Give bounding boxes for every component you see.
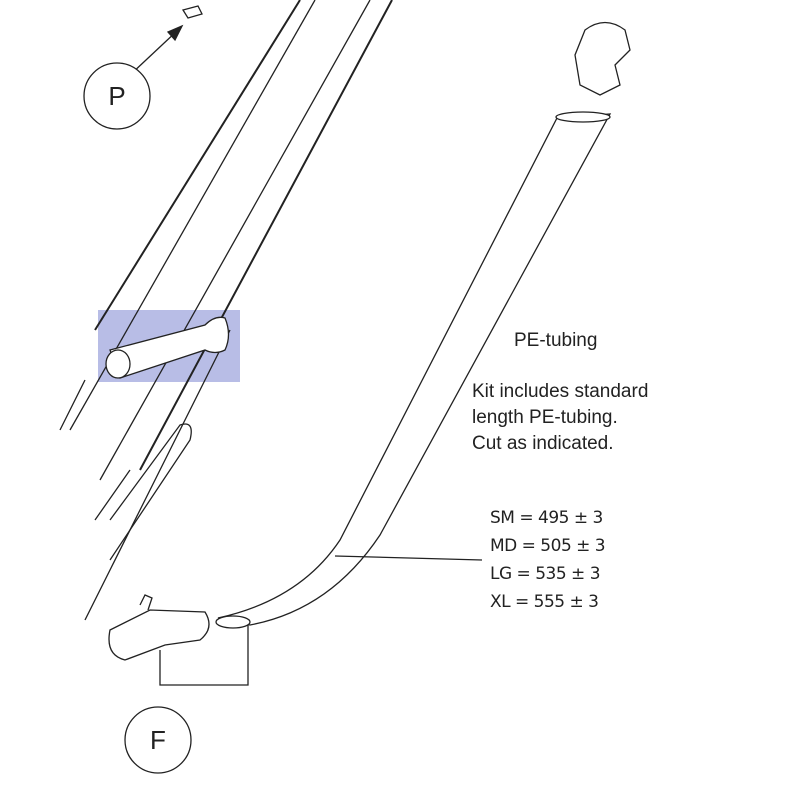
size-lg: LG = 535 ± 3	[490, 564, 601, 584]
size-sm: SM = 495 ± 3	[490, 508, 603, 528]
note-line: length PE-tubing.	[472, 407, 618, 428]
callout-f: F	[150, 725, 166, 755]
frame-line	[84, 329, 231, 621]
size-xl: XL = 555 ± 3	[490, 592, 599, 612]
small-part	[181, 5, 203, 19]
callout-circle-f	[124, 706, 192, 774]
top-connector	[574, 21, 631, 96]
frame-line	[139, 0, 393, 471]
axle-part	[109, 316, 230, 379]
frame-line	[99, 0, 371, 481]
frame-line	[59, 379, 192, 561]
callout-p: P	[108, 81, 126, 111]
frame-line	[94, 0, 301, 331]
bracket-line	[159, 625, 249, 686]
arrow-line	[129, 29, 179, 76]
callout-circle-p	[83, 62, 151, 130]
axle-end	[105, 349, 131, 379]
title-label: PE-tubing	[514, 330, 598, 351]
arrow-head	[166, 24, 184, 42]
note-line: Cut as indicated.	[472, 433, 614, 454]
pe-tube	[217, 113, 612, 626]
size-md: MD = 505 ± 3	[490, 536, 606, 556]
tube-bottom-end	[215, 615, 251, 629]
size-table: SM = 495 ± 3 MD = 505 ± 3 LG = 535 ± 3 X…	[490, 504, 606, 616]
note-line: Kit includes standard	[472, 381, 649, 402]
note-text: Kit includes standard length PE-tubing. …	[472, 379, 648, 457]
leader-line	[334, 555, 483, 561]
tube-top-end	[555, 111, 611, 123]
bottom-connector	[108, 609, 210, 661]
